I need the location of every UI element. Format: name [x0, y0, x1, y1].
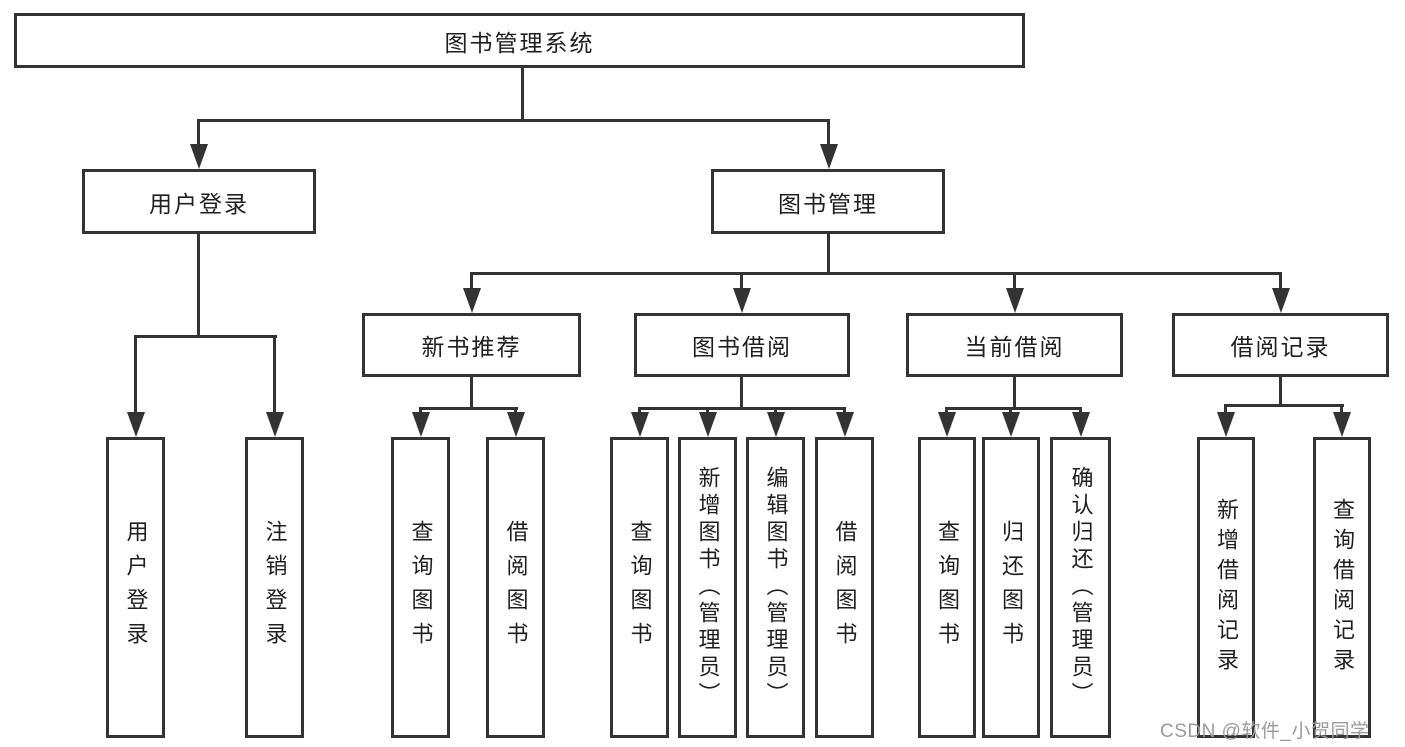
arrowhead	[1217, 412, 1235, 437]
connector-root-drop-right	[827, 119, 830, 146]
connector-records-stem	[1279, 377, 1282, 406]
arrowhead	[836, 412, 854, 437]
leaf-add-borrowing-record: 新增借阅记录	[1197, 437, 1255, 738]
connector-root-drop-left	[197, 119, 200, 146]
leaf-user-login: 用户登录	[106, 437, 165, 738]
arrowhead	[1072, 412, 1090, 437]
arrowhead	[127, 412, 145, 437]
connector-borrowing-drop	[774, 407, 777, 415]
node-user-login: 用户登录	[82, 169, 316, 234]
arrowhead	[820, 144, 838, 169]
leaf-borrow-books: 借阅图书	[815, 437, 874, 738]
connector-borrowing-stem	[740, 377, 743, 409]
leaf-confirm-return-admin: 确认归还（管理员）	[1050, 437, 1111, 738]
connector-book-mgmt-bar	[470, 272, 1282, 275]
node-borrowing-records: 借阅记录	[1172, 313, 1389, 377]
connector-user-login-bar	[134, 335, 277, 338]
arrowhead	[699, 412, 717, 437]
arrowhead	[1333, 412, 1351, 437]
connector-book-mgmt-stem	[827, 234, 830, 274]
arrowhead	[938, 412, 956, 437]
arrowhead	[767, 412, 785, 437]
node-book-management: 图书管理	[711, 169, 945, 234]
arrowhead	[190, 144, 208, 169]
leaf-query-borrowing-record: 查询借阅记录	[1313, 437, 1371, 738]
leaf-query-books-current: 查询图书	[918, 437, 976, 738]
connector-borrowing-drop	[638, 407, 641, 415]
connector-user-login-stem	[197, 233, 200, 337]
connector-current-drop	[1009, 407, 1012, 415]
leaf-query-books-borrowing: 查询图书	[610, 437, 669, 738]
connector-book-mgmt-drop	[1279, 272, 1282, 291]
arrowhead	[412, 412, 430, 437]
connector-recommend-drop	[514, 407, 517, 415]
connector-root-stem	[521, 68, 524, 122]
arrowhead	[463, 288, 481, 313]
connector-records-drop	[1340, 404, 1343, 415]
arrowhead	[266, 412, 284, 437]
arrowhead	[1002, 412, 1020, 437]
node-new-book-recommendation: 新书推荐	[362, 313, 581, 377]
connector-recommend-bar	[419, 407, 518, 410]
connector-records-bar	[1224, 404, 1344, 407]
connector-records-drop	[1224, 404, 1227, 415]
connector-current-bar	[945, 407, 1082, 410]
arrowhead	[631, 412, 649, 437]
node-current-borrowing: 当前借阅	[906, 313, 1123, 377]
arrowhead	[1006, 288, 1024, 313]
connector-book-mgmt-drop	[1013, 272, 1016, 291]
connector-current-drop	[1079, 407, 1082, 415]
connector-borrowing-drop	[843, 407, 846, 415]
leaf-edit-books-admin: 编辑图书（管理员）	[746, 437, 805, 738]
connector-book-mgmt-drop	[740, 272, 743, 291]
leaf-add-books-admin: 新增图书（管理员）	[678, 437, 737, 738]
connector-book-mgmt-drop	[470, 272, 473, 291]
arrowhead	[733, 288, 751, 313]
arrowhead	[507, 412, 525, 437]
node-book-management-system: 图书管理系统	[14, 13, 1025, 68]
connector-borrowing-bar	[638, 407, 846, 410]
connector-current-stem	[1013, 377, 1016, 409]
connector-root-bar	[197, 119, 830, 122]
leaf-logout: 注销登录	[245, 437, 304, 738]
connector-borrowing-drop	[706, 407, 709, 415]
connector-recommend-drop	[419, 407, 422, 415]
csdn-watermark: CSDN @软件_小贺同学	[1160, 721, 1370, 742]
connector-user-login-drop	[273, 335, 276, 414]
leaf-borrow-books-recommend: 借阅图书	[486, 437, 545, 738]
arrowhead	[1272, 288, 1290, 313]
leaf-query-books-recommend: 查询图书	[391, 437, 450, 738]
node-book-borrowing: 图书借阅	[634, 313, 850, 377]
leaf-return-books: 归还图书	[982, 437, 1040, 738]
connector-user-login-drop	[134, 335, 137, 414]
connector-current-drop	[945, 407, 948, 415]
connector-recommend-stem	[470, 377, 473, 409]
